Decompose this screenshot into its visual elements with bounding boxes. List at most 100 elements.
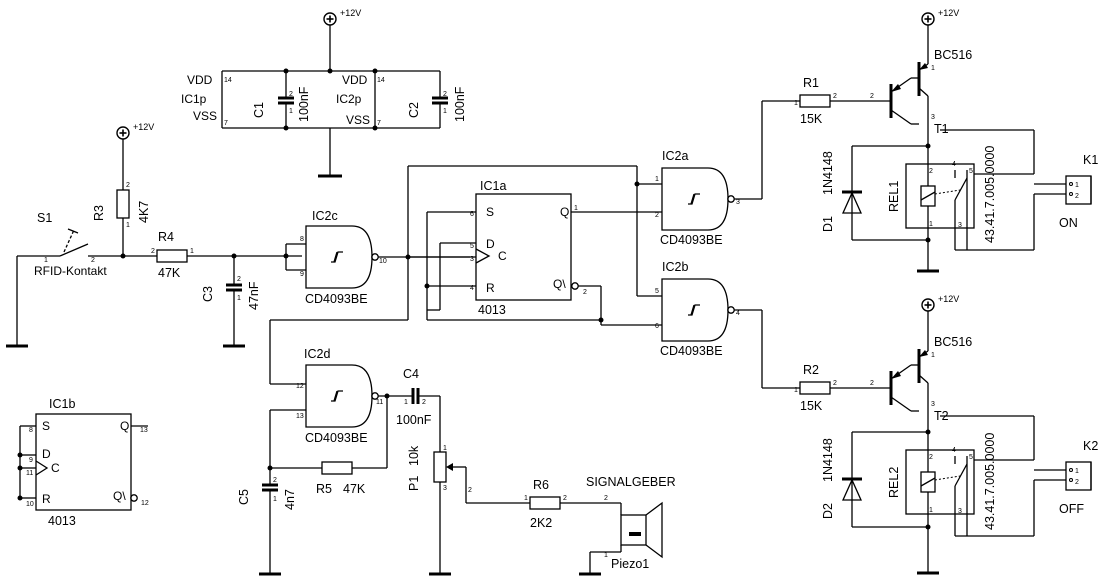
svg-text:1: 1 [237,295,241,302]
svg-text:13: 13 [296,413,304,420]
p1-label: P1 [407,476,421,491]
svg-text:4: 4 [470,285,474,292]
svg-text:12: 12 [296,383,304,390]
driver-off: R2 15K 1 2 2 +12V BC516 T2 1 3 D2 1N4148 [794,294,1098,575]
svg-text:9: 9 [29,457,33,464]
pin-7-a: 7 [224,120,228,127]
ic2a-label: IC2a [662,149,688,163]
svg-text:1: 1 [929,507,933,514]
svg-text:D: D [42,447,51,461]
power-12v-icon [921,12,935,26]
driver-on: R1 15K 1 2 2 +12V BC516 T1 1 3 D1 1N4148 [794,8,1098,273]
p1-potentiometer [433,451,447,483]
svg-text:4: 4 [736,310,740,317]
svg-text:2: 2 [929,168,933,175]
svg-text:11: 11 [376,399,383,406]
svg-text:6: 6 [470,211,474,218]
svg-text:10: 10 [26,501,34,508]
svg-text:Q: Q [560,205,569,219]
c3-label: C3 [201,286,215,302]
speaker-section: P1 10k 1 3 2 R6 2K2 1 2 2 1 SIGNALGEBER … [407,445,676,576]
svg-text:1: 1 [794,100,798,107]
signalgeber-label: SIGNALGEBER [586,475,676,489]
s1-label: S1 [37,211,52,225]
ic2b-label: IC2b [662,260,688,274]
svg-text:1: 1 [44,257,48,264]
svg-text:13: 13 [140,427,148,434]
svg-text:3: 3 [931,114,935,121]
s1-switch-lever [59,243,89,257]
svg-text:Q: Q [120,419,129,433]
ic1a-flipflop: IC1a 4013 S D C R Q Q\ 6 5 3 4 1 2 [470,179,587,317]
svg-text:2: 2 [583,289,587,296]
svg-text:1: 1 [794,387,798,394]
svg-text:3: 3 [931,401,935,408]
svg-text:C: C [51,461,60,475]
c2-value: 100nF [453,86,467,122]
svg-text:1: 1 [931,352,935,359]
svg-text:2: 2 [563,495,567,502]
svg-text:1: 1 [1075,182,1079,189]
svg-text:1: 1 [126,222,130,229]
svg-text:9: 9 [300,271,304,278]
svg-text:3: 3 [736,199,740,206]
svg-text:+12V: +12V [938,294,959,304]
r1-label: R1 [803,76,819,90]
svg-text:2: 2 [126,182,130,189]
svg-text:1: 1 [604,552,608,559]
ic2a-gate: IC2a CD4093BE 1 2 3 [655,100,800,247]
ic1b-part: 4013 [48,514,76,528]
vdd-label-2: VDD [342,73,368,87]
r4-label: R4 [158,230,174,244]
power-12v-icon [323,12,337,26]
piezo-label: Piezo1 [611,557,649,571]
r5-resistor [321,461,353,475]
svg-text:+12V: +12V [133,122,154,132]
svg-text:2: 2 [655,212,659,219]
rel2-part: 43.41.7.005.0000 [983,433,997,530]
r6-value: 2K2 [530,516,552,530]
vss-label-2: VSS [346,113,370,127]
power-12v-icon [921,298,935,312]
svg-text:1: 1 [929,221,933,228]
svg-text:R: R [486,281,495,295]
svg-text:1: 1 [574,205,578,212]
svg-text:1: 1 [273,496,277,503]
c1-value: 100nF [297,86,311,122]
svg-text:8: 8 [29,427,33,434]
svg-text:5: 5 [969,454,973,461]
svg-text:2: 2 [151,248,155,255]
svg-text:3: 3 [958,222,962,229]
ic2b-part: CD4093BE [660,344,723,358]
svg-text:+12V: +12V [938,8,959,18]
rel1-label: REL1 [887,181,901,212]
svg-text:5: 5 [969,168,973,175]
power-label: +12V [340,8,361,18]
ic2b-gate: IC2b CD4093BE 5 6 4 [655,260,800,389]
svg-text:2: 2 [289,91,293,98]
r4-value: 47K [158,266,181,280]
svg-text:8: 8 [300,236,304,243]
ic1p-label: IC1p [181,92,207,106]
ic2p-label: IC2p [336,92,362,106]
d2-label: D2 [821,503,835,519]
svg-text:2: 2 [929,454,933,461]
svg-text:2: 2 [468,487,472,494]
piezo-speaker-icon [620,514,647,546]
svg-text:12: 12 [141,500,149,507]
vss-label-1: VSS [193,109,217,123]
svg-text:3: 3 [470,256,474,263]
ic2d-label: IC2d [304,347,330,361]
r6-resistor [529,496,561,510]
svg-text:3: 3 [958,508,962,515]
t2-part: BC516 [934,335,972,349]
c4-label: C4 [403,367,419,381]
svg-text:4: 4 [952,161,956,168]
svg-text:2: 2 [870,380,874,387]
rel1-part: 43.41.7.005.0000 [983,146,997,243]
ic2d-gate: IC2d CD4093BE 12 13 11 R5 47K C5 4n7 2 1… [237,347,441,576]
ic2c-label: IC2c [312,209,338,223]
c2-label: C2 [407,102,421,118]
d2-part: 1N4148 [821,438,835,482]
